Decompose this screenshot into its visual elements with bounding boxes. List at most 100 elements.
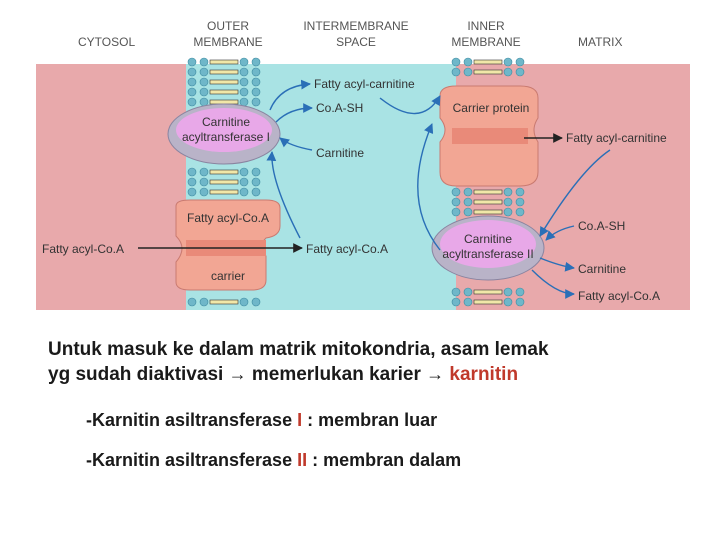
lipid-tail <box>209 169 239 175</box>
arrow-coash-to-cat2 <box>545 225 575 241</box>
lipid-tail <box>473 199 503 205</box>
lipid-head <box>199 57 209 67</box>
lipid-head <box>451 207 461 217</box>
inner-membrane <box>451 57 525 307</box>
bullet-cat2: -Karnitin asiltransferase II : membran d… <box>86 450 461 471</box>
bullet-cat1: -Karnitin asiltransferase I : membran lu… <box>86 410 437 431</box>
bullet1-roman: I <box>297 410 303 430</box>
lipid-head <box>251 67 261 77</box>
lipid-tail <box>209 99 239 105</box>
lipid-head <box>503 207 513 217</box>
lipid-head <box>451 187 461 197</box>
lipid-head <box>187 67 197 77</box>
lipid-tail <box>209 89 239 95</box>
line2-part-b: memerlukan karier <box>251 364 421 385</box>
lipid-head <box>199 67 209 77</box>
right-arrow-icon: → <box>426 364 445 384</box>
lipid-head <box>239 57 249 67</box>
inner-protein-band <box>452 128 528 144</box>
lipid-head <box>503 67 513 77</box>
lipid-head <box>251 57 261 67</box>
lipid-head <box>187 177 197 187</box>
lipid-head <box>187 77 197 87</box>
lipid-head <box>199 177 209 187</box>
label-matrix-coa-sh: Co.A-SH <box>578 219 625 233</box>
bullet1-prefix: -Karnitin asiltransferase <box>86 410 298 430</box>
header-intermembrane-space: INTERMEMBRANE SPACE <box>303 19 409 49</box>
lipid-head <box>187 167 197 177</box>
lipid-head <box>251 177 261 187</box>
lipid-head <box>503 197 513 207</box>
lipid-head <box>187 97 197 107</box>
lipid-head <box>239 87 249 97</box>
lipid-tail <box>473 289 503 295</box>
lipid-head <box>503 297 513 307</box>
label-cytosol-fatty-acyl-coa: Fatty acyl-Co.A <box>42 242 124 256</box>
lipid-head <box>239 177 249 187</box>
outer-membrane <box>187 57 261 307</box>
main-line1: Untuk masuk ke dalam matrik mitokondria,… <box>48 339 549 360</box>
lipid-head <box>239 67 249 77</box>
label-matrix-fatty-acyl-coa: Fatty acyl-Co.A <box>578 289 660 303</box>
main-explanation: Untuk masuk ke dalam matrik mitokondria,… <box>48 338 698 387</box>
lipid-head <box>463 57 473 67</box>
header-matrix: MATRIX <box>578 35 623 49</box>
lipid-tail <box>473 209 503 215</box>
bullet2-roman: II <box>297 450 308 470</box>
lipid-head <box>515 287 525 297</box>
lipid-head <box>199 87 209 97</box>
header-inner-membrane: INNER MEMBRANE <box>451 19 521 49</box>
label-matrix-fatty-acyl-carnitine: Fatty acyl-carnitine <box>566 131 667 145</box>
lipid-head <box>199 167 209 177</box>
arrow-matrix-fattyacylcarnitine-to-cat2 <box>539 149 611 237</box>
arrow-carnitine-return <box>379 95 441 115</box>
arrow-cat2-to-carnitine <box>539 257 575 272</box>
lipid-head <box>251 87 261 97</box>
cat1-enzyme-inner <box>176 108 272 152</box>
lipid-head <box>239 77 249 87</box>
lipid-head <box>451 197 461 207</box>
cat2-enzyme-inner <box>440 220 536 268</box>
lipid-head <box>463 287 473 297</box>
lipid-head <box>251 97 261 107</box>
lipid-head <box>187 297 197 307</box>
label-ims-fatty-acyl-carnitine: Fatty acyl-carnitine <box>314 77 415 91</box>
arrow-cat2-to-fattyacylcoa <box>531 269 575 299</box>
lipid-tail <box>473 299 503 305</box>
label-ims-fatty-acyl-coa: Fatty acyl-Co.A <box>306 242 388 256</box>
bullet2-prefix: -Karnitin asiltransferase <box>86 450 298 470</box>
lipid-head <box>239 297 249 307</box>
label-carrier-protein: Carrier protein <box>453 101 530 115</box>
lipid-head <box>451 287 461 297</box>
right-arrow-icon: → <box>228 364 247 384</box>
lipid-head <box>239 187 249 197</box>
lipid-head <box>187 57 197 67</box>
lipid-head <box>515 297 525 307</box>
lipid-head <box>199 187 209 197</box>
lipid-tail <box>209 189 239 195</box>
lipid-head <box>451 67 461 77</box>
lipid-head <box>515 57 525 67</box>
lipid-head <box>451 57 461 67</box>
lipid-head <box>515 197 525 207</box>
lipid-tail <box>473 189 503 195</box>
cytosol-region <box>36 64 186 310</box>
lipid-head <box>463 197 473 207</box>
lipid-head <box>451 297 461 307</box>
lipid-tail <box>209 299 239 305</box>
label-ims-coa-sh: Co.A-SH <box>316 101 363 115</box>
bullet2-suffix: : membran dalam <box>307 450 462 470</box>
lipid-head <box>463 67 473 77</box>
label-carrier: carrier <box>211 269 245 283</box>
lipid-head <box>199 297 209 307</box>
lipid-head <box>199 77 209 87</box>
lipid-head <box>187 187 197 197</box>
lipid-head <box>463 207 473 217</box>
lipid-tail <box>209 69 239 75</box>
lipid-head <box>503 287 513 297</box>
lipid-head <box>463 187 473 197</box>
lipid-head <box>239 167 249 177</box>
lipid-head <box>503 57 513 67</box>
